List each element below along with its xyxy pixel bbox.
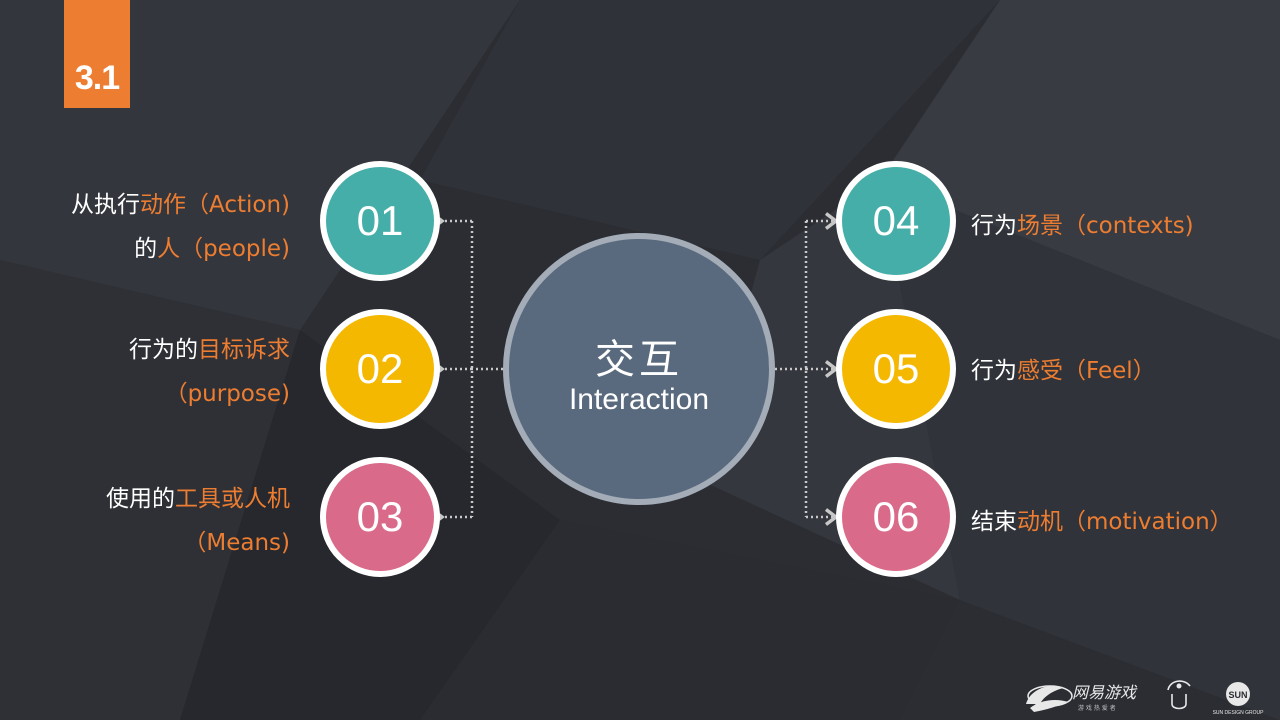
label-06-highlight: 动机（motivation） (1017, 509, 1233, 535)
node-05: 05 (836, 309, 956, 429)
label-01-plain-2: 的 (134, 236, 158, 262)
netease-games-logo (1026, 685, 1073, 712)
label-03: 使用的工具或人机 （Means) (106, 477, 290, 565)
node-02: 02 (320, 309, 440, 429)
label-01: 从执行动作（Action) 的人（people) (71, 183, 290, 271)
svg-text:SUN: SUN (1228, 690, 1247, 700)
label-05: 行为感受（Feel） (971, 349, 1156, 393)
sun-design-group-name: SUN DESIGN GROUP (1213, 710, 1265, 716)
label-05-plain: 行为 (971, 358, 1017, 384)
label-06-plain: 结束 (971, 509, 1017, 535)
label-02-highlight-1: 目标诉求 (198, 337, 290, 363)
label-04: 行为场景（contexts) (971, 204, 1194, 248)
node-01: 01 (320, 161, 440, 281)
label-01-highlight-1: 动作（Action) (139, 192, 290, 218)
label-03-highlight-2: （Means) (183, 530, 290, 556)
label-02-highlight-2: （purpose) (164, 381, 290, 407)
label-01-plain-1: 从执行 (70, 192, 140, 218)
hub-title-cn: 交互 (595, 337, 683, 383)
node-06: 06 (836, 457, 956, 577)
section-number: 3.1 (74, 59, 120, 97)
label-02: 行为的目标诉求 （purpose) (129, 328, 290, 416)
hub-title-en: Interaction (568, 383, 710, 416)
section-number-tag: 3.1 (64, 0, 130, 108)
sun-design-group-logo: SUN SUN DESIGN GROUP (1213, 682, 1265, 716)
label-03-plain-1: 使用的 (106, 486, 175, 512)
label-05-highlight: 感受（Feel） (1017, 358, 1156, 384)
footer-logos: 网易游戏 游 戏 热 爱 者 SUN SUN DESIGN GROUP (1026, 680, 1265, 716)
netease-games-wordmark: 网易游戏 (1072, 683, 1138, 702)
label-06: 结束动机（motivation） (971, 500, 1233, 544)
label-01-highlight-2: 人（people) (157, 236, 290, 262)
label-02-plain-1: 行为的 (129, 337, 198, 363)
label-04-plain: 行为 (971, 213, 1017, 239)
node-04: 04 (836, 161, 956, 281)
interaction-hub: 交互 Interaction (503, 233, 775, 505)
design-center-logo (1167, 680, 1191, 710)
node-03: 03 (320, 457, 440, 577)
netease-games-slogan: 游 戏 热 爱 者 (1078, 704, 1116, 712)
label-04-highlight: 场景（contexts) (1017, 213, 1194, 239)
label-03-highlight-1: 工具或人机 (175, 486, 290, 512)
